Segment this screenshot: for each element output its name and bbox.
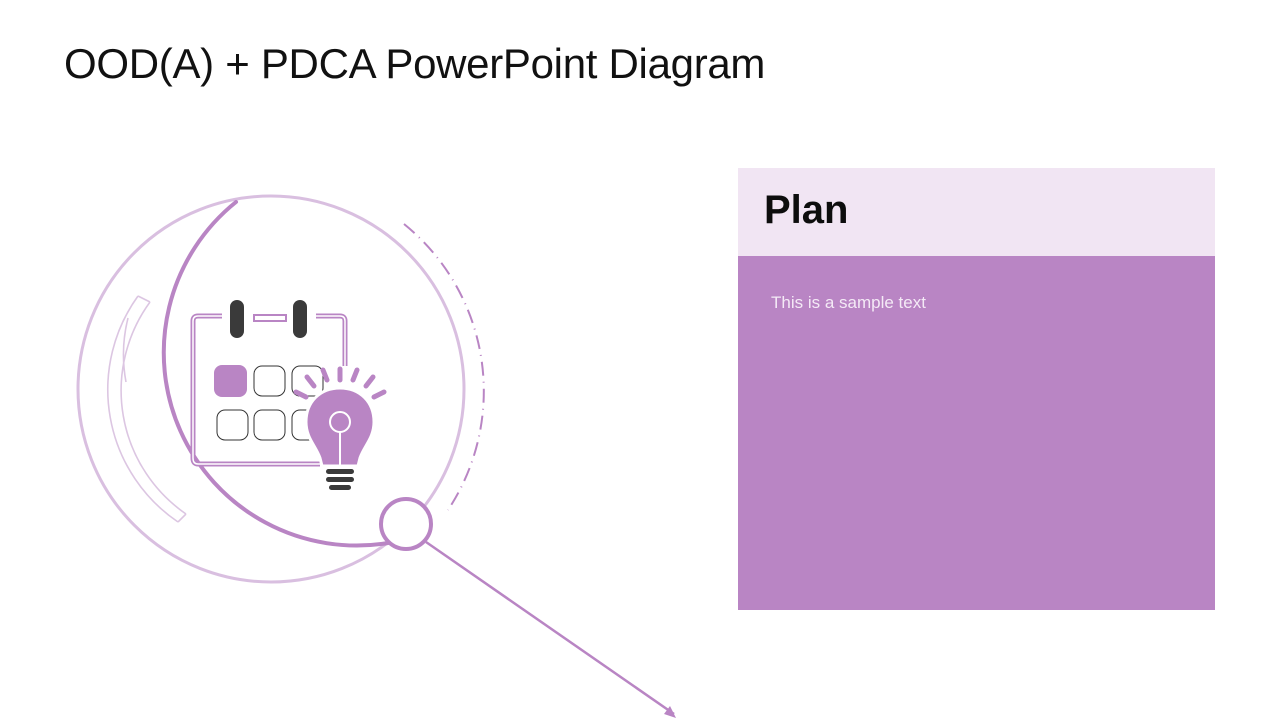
calendar-icon [190,300,348,467]
inner-arcs [107,295,187,523]
outer-ring [76,194,466,584]
plan-card-body: This is a sample text [738,256,1215,610]
lightbulb-icon [293,366,387,490]
plan-card-header: Plan [738,168,1215,256]
arrow-connector [379,497,676,718]
dashed-arc [403,223,485,511]
plan-card: Plan This is a sample text [738,168,1215,610]
plan-card-title: Plan [764,188,849,232]
slide-title: OOD(A) + PDCA PowerPoint Diagram [64,40,766,87]
plan-card-text: This is a sample text [771,293,926,312]
